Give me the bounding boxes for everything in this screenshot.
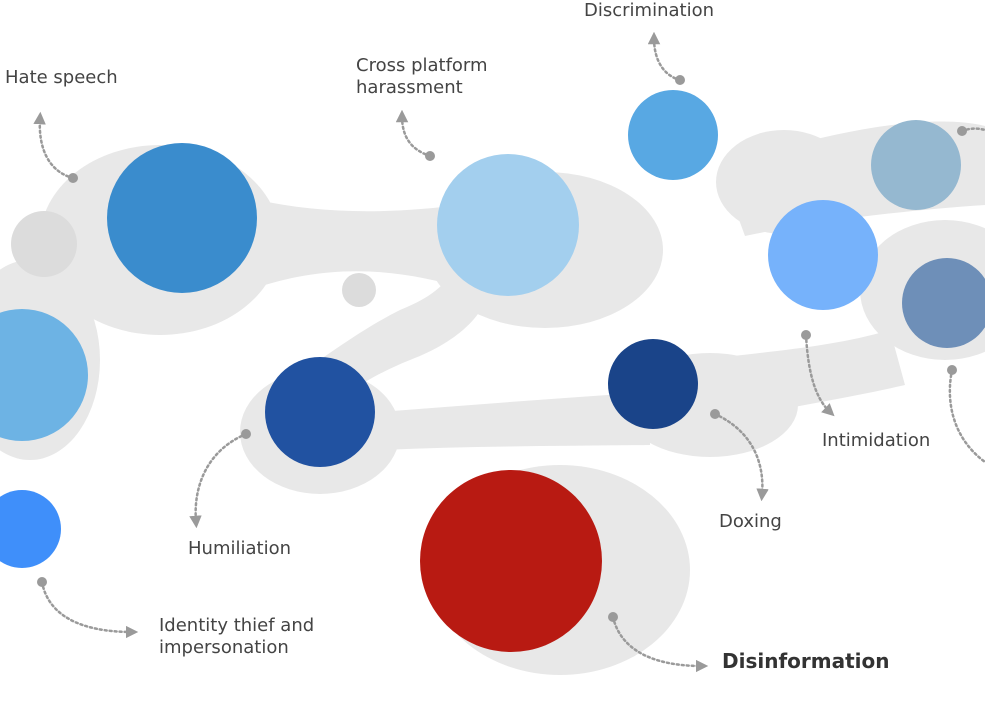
node-cross-platform-harassment [437, 154, 579, 296]
anchor-hate-speech [68, 173, 78, 183]
label-humiliation: Humiliation [188, 538, 291, 560]
connector-identity-thief [40, 580, 139, 639]
anchor-intimidation [801, 330, 811, 340]
anchor-right-edge [947, 365, 957, 375]
small-grey-dot-center [342, 273, 376, 307]
connectors [33, 31, 985, 673]
node-hate-speech [107, 143, 257, 293]
connector-disinformation [611, 615, 709, 673]
anchor-cross-platform [425, 151, 435, 161]
label-hate-speech: Hate speech [5, 67, 118, 89]
label-identity-line2: impersonation [159, 637, 289, 658]
label-identity-line1: Identity thief and [159, 615, 315, 636]
label-discrimination-text: Discrimination [584, 0, 714, 21]
label-doxing: Doxing [719, 511, 782, 533]
label-cross-platform-line2: harassment [356, 77, 463, 98]
connector-hate-speech [33, 111, 75, 180]
blob-bridge-right [700, 330, 905, 425]
anchor-humiliation [241, 429, 251, 439]
connector-humiliation [189, 432, 248, 529]
node-right-edge [902, 258, 985, 348]
node-intimidation [768, 200, 878, 310]
connector-discrimination [647, 31, 682, 82]
node-left-edge [0, 309, 88, 441]
anchor-discrimination [675, 75, 685, 85]
label-disinformation-text: Disinformation [722, 649, 890, 673]
blob-bridge-top [220, 190, 470, 290]
connector-anchors [37, 75, 967, 622]
label-disinformation: Disinformation [722, 650, 890, 672]
node-humiliation [265, 357, 375, 467]
node-discrimination [628, 90, 718, 180]
label-intimidation: Intimidation [822, 430, 930, 452]
label-identity-thief: Identity thief and impersonation [159, 615, 314, 659]
blob-bridge-middle [380, 392, 650, 450]
anchor-identity-thief [37, 577, 47, 587]
connector-doxing [713, 412, 769, 502]
label-hate-speech-text: Hate speech [5, 67, 118, 88]
node-identity-thief [0, 490, 61, 568]
anchor-doxing [710, 409, 720, 419]
label-intimidation-text: Intimidation [822, 430, 931, 451]
label-cross-platform-line1: Cross platform [356, 55, 488, 76]
node-doxing [608, 339, 698, 429]
connector-cross-platform [395, 109, 432, 158]
anchor-disinformation [608, 612, 618, 622]
node-top-right [871, 120, 961, 210]
label-humiliation-text: Humiliation [188, 538, 291, 559]
label-doxing-text: Doxing [719, 511, 782, 532]
anchor-top-right [957, 126, 967, 136]
small-grey-dot-left [11, 211, 77, 277]
connector-intimidation [804, 333, 835, 417]
label-cross-platform-harassment: Cross platform harassment [356, 55, 488, 99]
label-discrimination: Discrimination [584, 0, 714, 22]
node-disinformation [420, 470, 602, 652]
connector-right-edge [948, 368, 985, 464]
